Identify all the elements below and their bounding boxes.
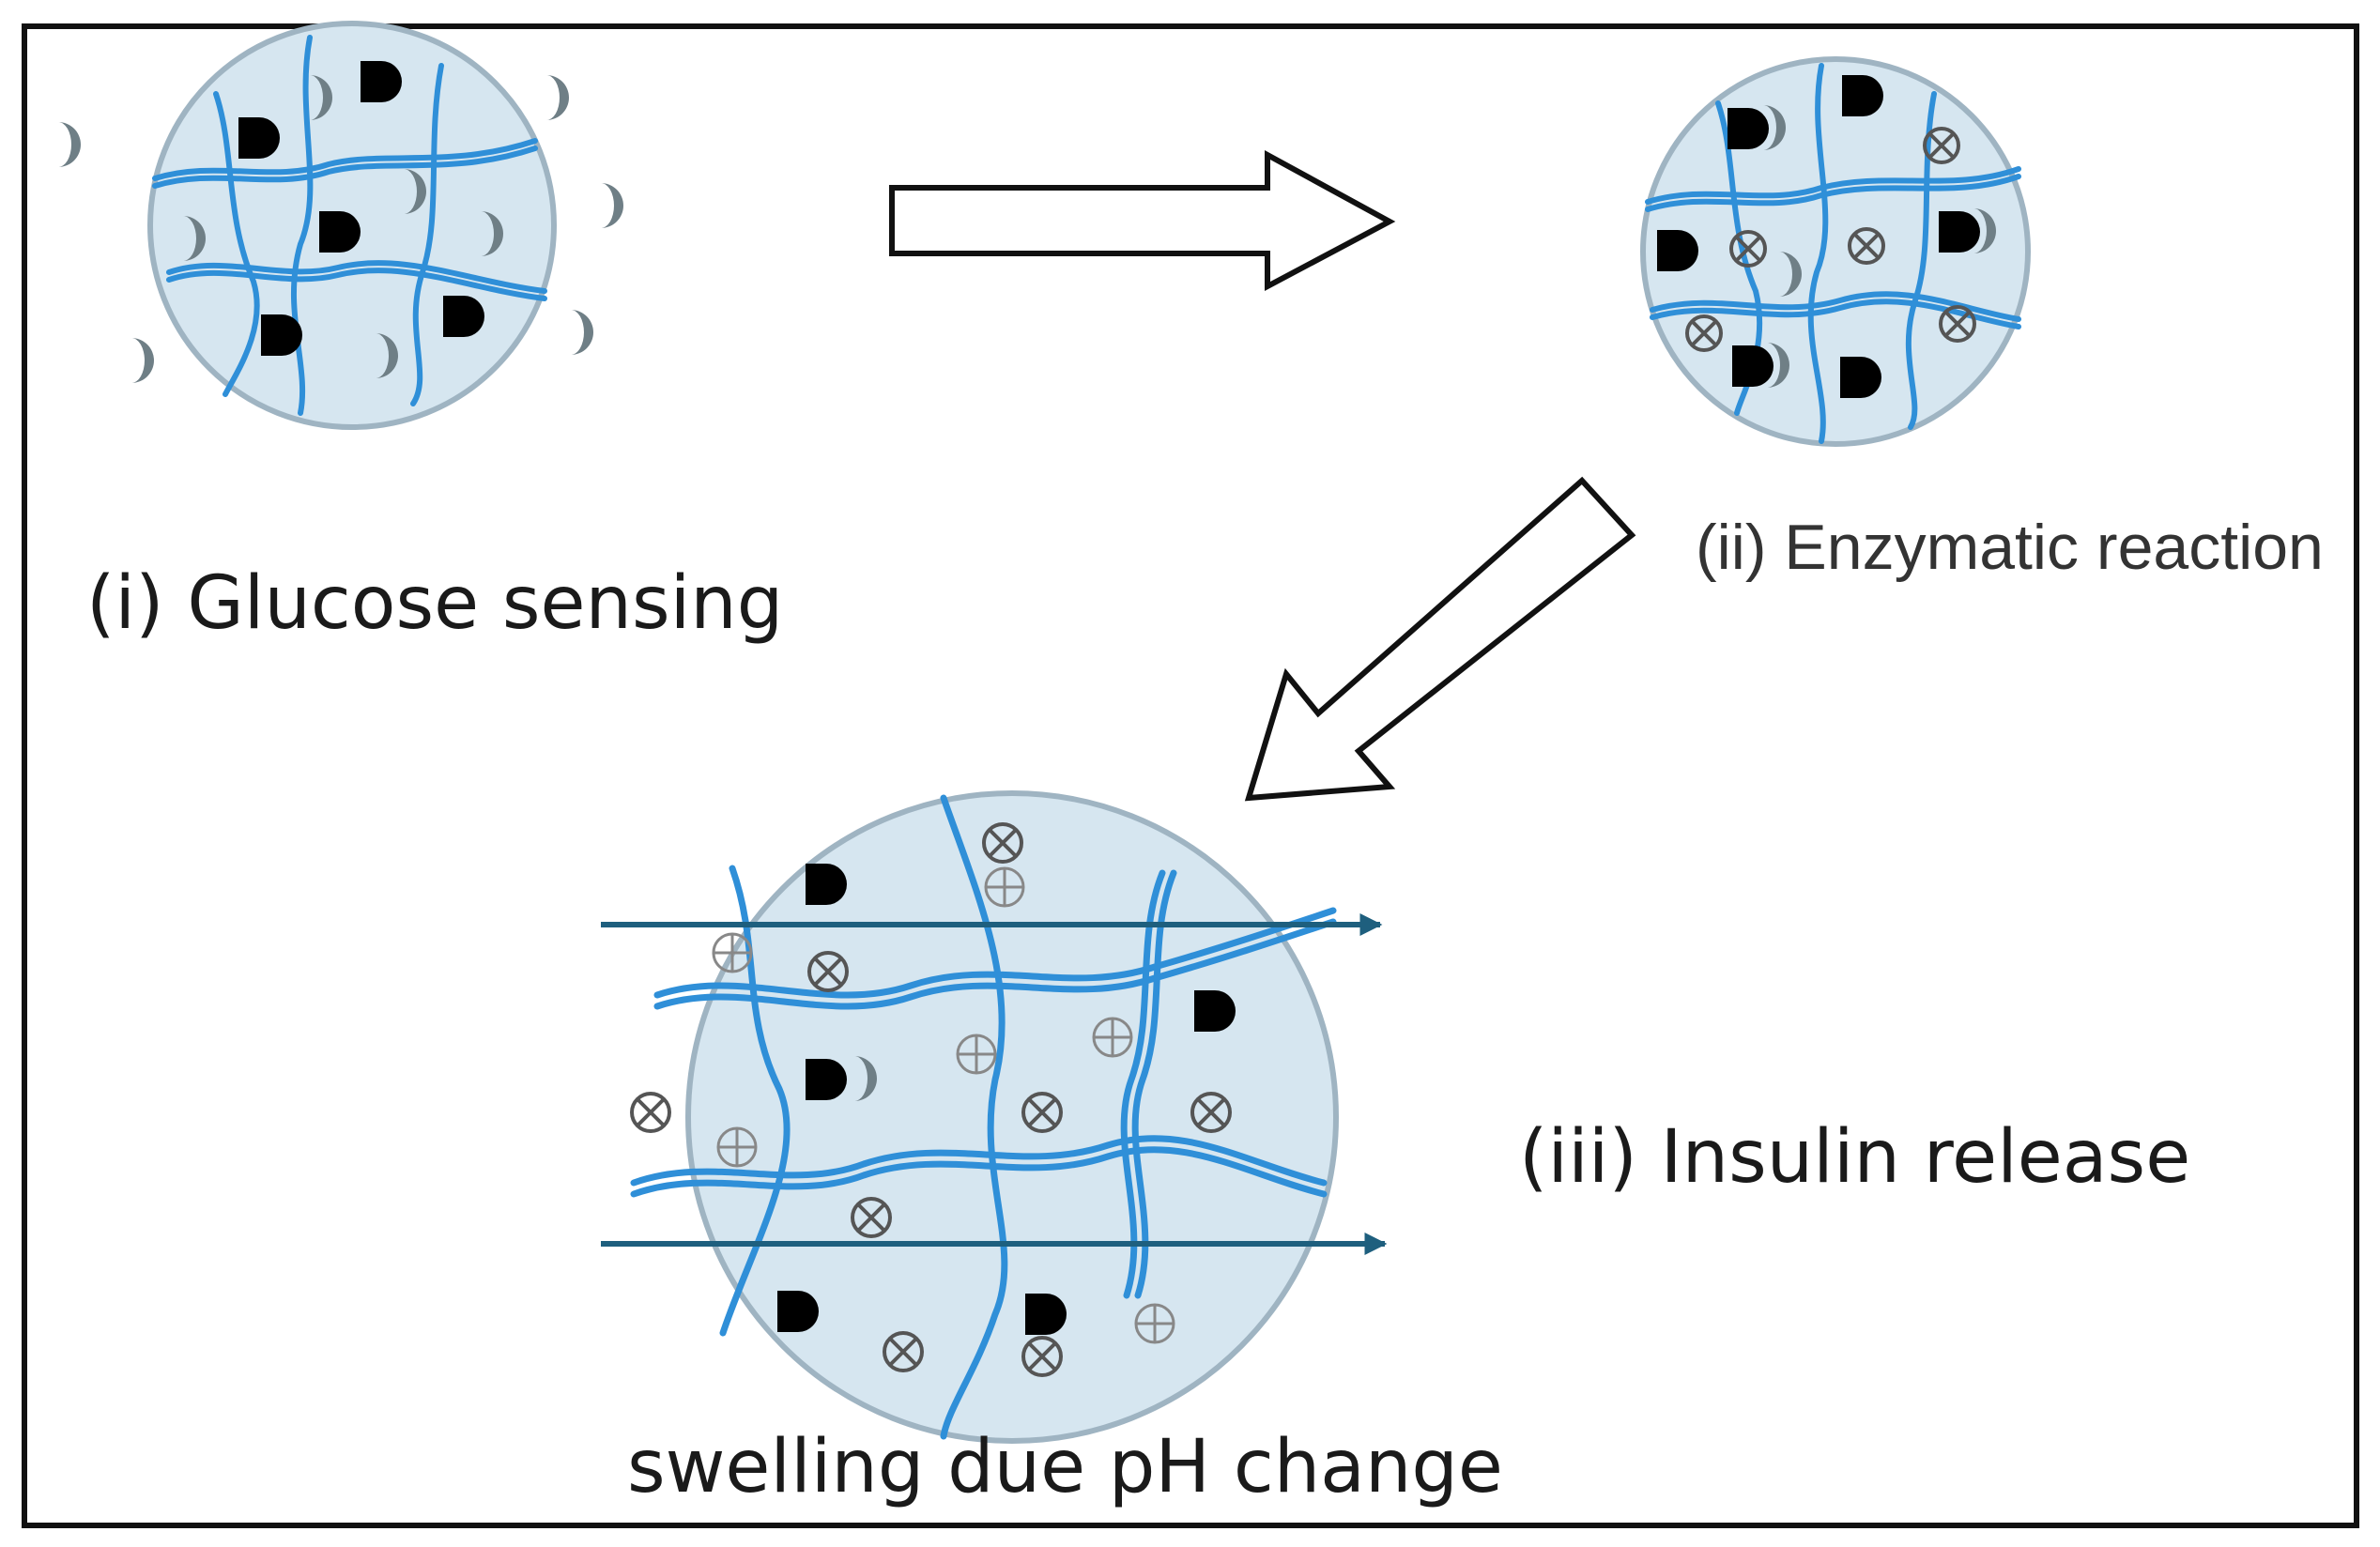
- glucose-oxidase-icon: [319, 211, 361, 253]
- glucose-oxidase-group: [238, 61, 484, 356]
- glucose-group: [58, 75, 623, 383]
- glucose-oxidase-icon: [261, 314, 302, 356]
- glucose-icon: [1779, 252, 1802, 297]
- glucose-icon: [854, 1056, 877, 1101]
- positive-ion-icon: [1134, 1303, 1175, 1344]
- negative-ion-icon: [1939, 305, 1976, 343]
- glucose-oxidase-icon: [1727, 108, 1769, 149]
- glucose-icon: [131, 338, 154, 383]
- process-arrow-right: [889, 149, 1396, 291]
- glucose-oxidase-icon: [361, 61, 402, 102]
- negative-ion-icon: [1729, 230, 1767, 268]
- label-swelling: swelling due pH change: [627, 1425, 1503, 1509]
- glucose-icon: [546, 75, 569, 120]
- negative-ion-group: [630, 822, 1232, 1377]
- glucose-oxidase-icon: [1842, 75, 1883, 116]
- particle-insulin-release: [601, 790, 1388, 1444]
- glucose-icon: [58, 122, 81, 167]
- glucose-oxidase-icon: [1939, 211, 1980, 253]
- positive-ion-icon: [1092, 1017, 1133, 1058]
- polymer-network: [630, 794, 1337, 1440]
- process-arrow-down-left: [1244, 476, 1636, 802]
- negative-ion-icon: [883, 1331, 924, 1372]
- negative-ion-icon: [851, 1197, 892, 1238]
- glucose-oxidase-icon: [443, 296, 484, 337]
- glucose-oxidase-icon: [238, 117, 280, 159]
- flow-arrows: [601, 913, 1388, 1255]
- figure-frame: [22, 23, 2359, 1528]
- glucose-oxidase-group: [777, 864, 1236, 1335]
- negative-ion-icon: [1190, 1092, 1232, 1133]
- negative-ion-icon: [630, 1092, 671, 1133]
- glucose-icon: [601, 183, 623, 228]
- negative-ion-icon: [1021, 1336, 1063, 1377]
- positive-ion-icon: [984, 866, 1025, 908]
- glucose-oxidase-icon: [1840, 357, 1881, 398]
- positive-ion-icon: [712, 932, 753, 973]
- glucose-icon: [1763, 105, 1786, 150]
- glucose-icon: [376, 333, 398, 378]
- glucose-oxidase-icon: [1194, 990, 1236, 1032]
- positive-ion-group: [712, 866, 1175, 1344]
- glucose-icon: [404, 169, 426, 214]
- hydrogel-sphere-swollen: [685, 790, 1339, 1444]
- glucose-icon: [481, 211, 503, 256]
- particle-glucose-sensing: [58, 21, 623, 430]
- positive-ion-icon: [956, 1034, 997, 1075]
- glucose-oxidase-icon: [1732, 345, 1773, 387]
- label-enzymatic-reaction: (ii) Enzymatic reaction: [1696, 512, 2324, 583]
- negative-ion-group: [1685, 127, 1976, 352]
- negative-ion-icon: [807, 951, 849, 992]
- negative-ion-icon: [982, 822, 1023, 864]
- glucose-icon: [1767, 343, 1789, 388]
- negative-ion-icon: [1021, 1092, 1063, 1133]
- glucose-oxidase-icon: [806, 864, 847, 905]
- label-insulin-release: (iii) Insulin release: [1519, 1115, 2191, 1200]
- glucose-icon: [571, 310, 593, 355]
- negative-ion-icon: [1848, 227, 1885, 265]
- glucose-oxidase-icon: [1657, 230, 1698, 271]
- glucose-icon: [1973, 208, 1996, 253]
- negative-ion-icon: [1923, 127, 1960, 164]
- glucose-oxidase-icon: [777, 1291, 819, 1332]
- label-glucose-sensing: (i) Glucose sensing: [86, 561, 784, 646]
- positive-ion-icon: [716, 1126, 758, 1168]
- hydrogel-sphere-small: [1640, 56, 2031, 447]
- glucose-oxidase-group: [1657, 75, 1980, 398]
- glucose-oxidase-icon: [1025, 1294, 1067, 1335]
- glucose-icon: [183, 216, 206, 261]
- negative-ion-icon: [1685, 314, 1723, 352]
- glucose-icon: [310, 75, 332, 120]
- particle-enzymatic-reaction: [1640, 56, 2031, 447]
- glucose-group: [1763, 105, 1996, 388]
- glucose-oxidase-icon: [806, 1059, 847, 1100]
- polymer-network: [152, 35, 547, 416]
